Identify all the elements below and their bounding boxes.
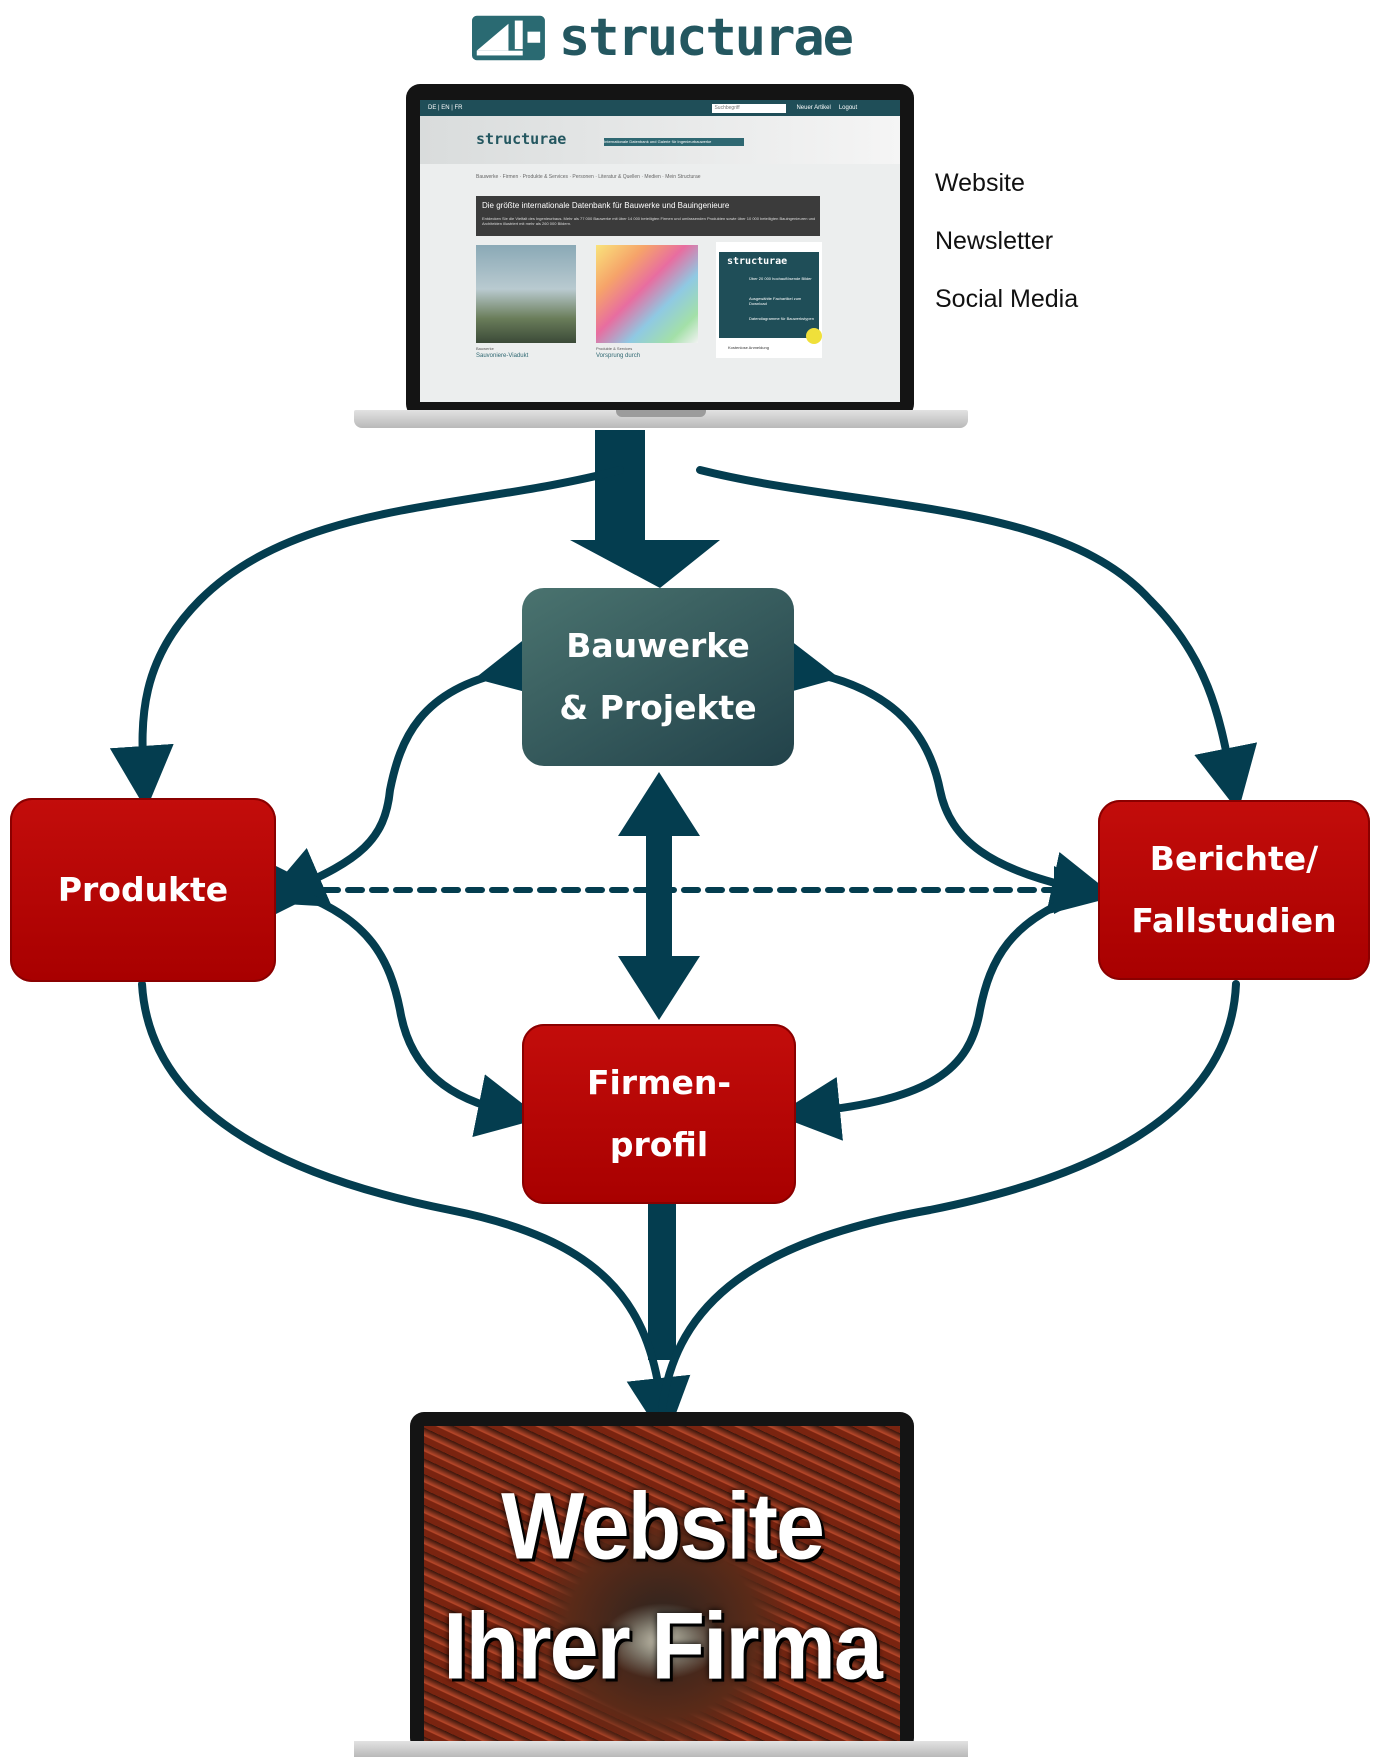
site-banner: Die größte internationale Datenbank für … [476, 196, 820, 236]
structurae-logo: structurae [472, 8, 854, 68]
node-firmenprofil: Firmen- profil [522, 1024, 796, 1204]
logout-link[interactable]: Logout [838, 105, 858, 111]
company-website-title-line1: Website [501, 1472, 825, 1579]
ad-item-charts: Datendiagramme für Bauwerkstypen [749, 316, 814, 321]
node-berichte-line1: Berichte/ [1149, 839, 1319, 878]
channel-social-media: Social Media [935, 285, 1079, 313]
arc-to-produkte [109, 466, 624, 810]
laptop-bottom-bezel: Website Ihrer Firma [410, 1412, 914, 1752]
laptop-top-bezel: DE | EN | FR Suchbegriff Neuer Artikel L… [406, 84, 914, 418]
card2-title[interactable]: Vorsprung durch [596, 353, 641, 359]
site-logo[interactable]: structurae [476, 130, 567, 148]
main-down-arrow-head [570, 540, 720, 588]
node-berichte-line2: Fallstudien [1131, 901, 1337, 940]
arc-bauwerke-produkte [260, 634, 544, 907]
laptop-bottom-base [354, 1741, 968, 1757]
node-produkte-label: Produkte [57, 870, 229, 909]
arc-produkte-firmen [296, 890, 542, 1138]
arc-bauwerke-firmen-head-down [618, 956, 700, 1020]
site-topbar: DE | EN | FR Suchbegriff Neuer Artikel L… [420, 100, 900, 116]
card2-label: Produkte & Services [596, 346, 633, 351]
structurae-ad[interactable]: structurae Über 20 000 hochauflösende Bi… [716, 242, 822, 358]
language-switch[interactable]: DE | EN | FR [428, 105, 463, 111]
site-search-input[interactable]: Suchbegriff [712, 103, 787, 113]
node-bauwerke-projekte: Bauwerke & Projekte [522, 588, 794, 766]
node-bauwerke-line2: & Projekte [559, 688, 757, 727]
structurae-website-screenshot: DE | EN | FR Suchbegriff Neuer Artikel L… [420, 100, 900, 402]
laptop-top-notch [616, 410, 706, 417]
arc-bauwerke-firmen-head-up [618, 772, 700, 836]
arc-berichte-website [658, 980, 1240, 1414]
channel-website: Website [935, 169, 1025, 197]
channel-list: Website Newsletter Social Media [935, 168, 1078, 342]
node-produkte: Produkte [10, 798, 276, 982]
laptop-top: DE | EN | FR Suchbegriff Neuer Artikel L… [354, 84, 968, 428]
arc-produkte-website [138, 980, 691, 1442]
banner-title: Die größte internationale Datenbank für … [482, 201, 730, 210]
arc-to-berichte [696, 466, 1258, 812]
structurae-logo-icon [472, 15, 545, 61]
chat-button[interactable] [806, 328, 822, 344]
channel-newsletter: Newsletter [935, 227, 1054, 255]
arc-bauwerke-berichte [770, 634, 1116, 915]
company-website-screen: Website Ihrer Firma [424, 1426, 900, 1752]
node-firmen-line2: profil [609, 1125, 709, 1164]
new-article-link[interactable]: Neuer Artikel [796, 105, 831, 111]
banner-text: Entdecken Sie die Vielfalt des Ingenieur… [482, 216, 816, 226]
ad-panel: structurae Über 20 000 hochauflösende Bi… [719, 252, 819, 338]
ad-logo: structurae [727, 256, 788, 267]
company-website-title-line2: Ihrer Firma [443, 1592, 883, 1699]
node-berichte-fallstudien: Berichte/ Fallstudien [1098, 800, 1370, 980]
arc-berichte-firmen [776, 890, 1088, 1141]
node-bauwerke-line1: Bauwerke [566, 626, 750, 665]
card1-title[interactable]: Sauvoniere-Viadukt [476, 353, 529, 359]
card1-label: Bauwerke [476, 346, 494, 351]
laptop-bottom: Website Ihrer Firma [354, 1412, 968, 1757]
logo-wordmark: structurae [558, 8, 854, 68]
ad-item-images: Über 20 000 hochauflösende Bilder [749, 276, 812, 281]
colorful-panels-photo[interactable] [596, 245, 698, 343]
site-tagline: Internationale Datenbank und Galerie für… [604, 138, 744, 146]
ad-signup-link[interactable]: Kostenlose Anmeldung [728, 345, 769, 350]
node-firmen-line1: Firmen- [586, 1063, 732, 1102]
site-nav[interactable]: Bauwerke · Firmen · Produkte & Services … [476, 174, 701, 180]
ad-item-articles: Ausgewählte Fachartikel zum Download [749, 296, 802, 306]
bridge-photo[interactable] [476, 245, 576, 343]
site-header: structurae Internationale Datenbank und … [420, 116, 900, 164]
laptop-top-base [354, 410, 968, 428]
